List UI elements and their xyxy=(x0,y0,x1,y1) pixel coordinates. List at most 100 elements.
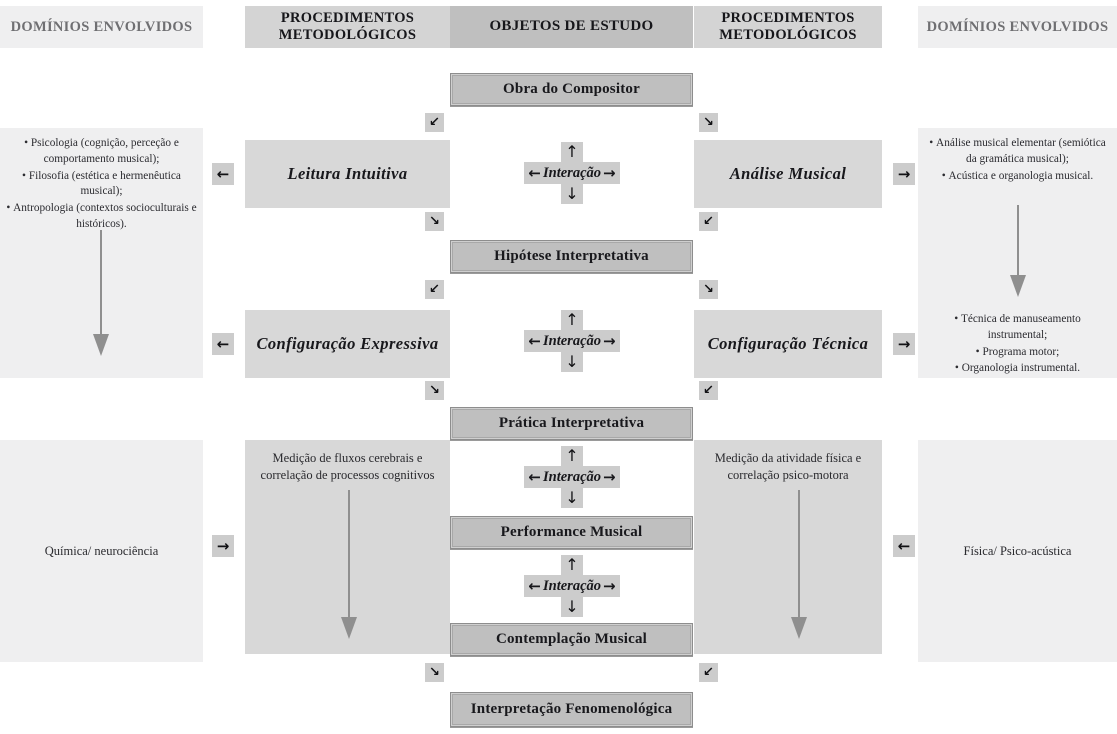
object-box-4-label: Performance Musical xyxy=(500,524,643,540)
header-domains-left: DOMÍNIOS ENVOLVIDOS xyxy=(0,6,203,48)
object-box-performance-musical[interactable]: Performance Musical xyxy=(450,516,693,549)
domain-right-list-2: Técnica de manuseamento instrumental; Pr… xyxy=(924,312,1111,378)
object-box-5-label: Contemplação Musical xyxy=(495,631,648,647)
interaction-label-box-4: ← Interação → xyxy=(524,575,620,597)
method-right-box-2-label: Configuração Técnica xyxy=(707,334,869,353)
arrow-glyph: ↘ xyxy=(429,214,440,229)
arrow-glyph: ↙ xyxy=(703,665,714,680)
arrow-right-link-1: → xyxy=(893,163,915,185)
method-right-note-panel: Medição da atividade física e correlação… xyxy=(694,440,882,654)
object-box-2-label: Hipótese Interpretativa xyxy=(494,248,649,264)
interaction-down-arrow-icon: ↓ xyxy=(561,597,583,617)
list-item: Antropologia (contextos socioculturais e… xyxy=(6,201,197,233)
list-item: Filosofia (estética e hermenêutica music… xyxy=(6,169,197,201)
header-methods-right: PROCEDIMENTOS METODOLÓGICOS xyxy=(694,6,882,48)
interaction-left-arrow-icon: ← xyxy=(528,332,541,350)
header-objects-label: OBJETOS DE ESTUDO xyxy=(489,18,654,35)
interaction-cross-2: ↑ ← Interação → ↓ xyxy=(511,310,633,372)
domain-panel-left-bottom xyxy=(0,440,203,662)
interaction-down-glyph: ↓ xyxy=(565,597,579,616)
interaction-label-1: Interação xyxy=(543,164,601,181)
arrow-left-link-3: → xyxy=(212,535,234,557)
interaction-label-3: Interação xyxy=(543,468,601,485)
arrow-left-link-2: ← xyxy=(212,333,234,355)
interaction-up-glyph: ↑ xyxy=(565,142,579,161)
list-item: Análise musical elementar (semiótica da … xyxy=(924,136,1111,168)
arrow-glyph: ↘ xyxy=(703,115,714,130)
interaction-down-arrow-icon: ↓ xyxy=(561,352,583,372)
interaction-up-glyph: ↑ xyxy=(565,555,579,574)
object-box-6-label: Interpretação Fenomenológica xyxy=(470,701,673,717)
interaction-left-arrow-icon: ← xyxy=(528,164,541,182)
interaction-right-arrow-icon: → xyxy=(603,577,616,595)
arrow-right-link-2: → xyxy=(893,333,915,355)
interaction-down-arrow-icon: ↓ xyxy=(561,488,583,508)
object-box-obra-do-compositor[interactable]: Obra do Compositor xyxy=(450,73,693,106)
diagonal-down-left-icon-2: ↙ xyxy=(699,212,718,231)
diagonal-down-left-icon-3: ↙ xyxy=(425,280,444,299)
method-left-box-1-label: Leitura Intuitiva xyxy=(287,164,408,183)
diagonal-down-left-icon-5: ↙ xyxy=(699,663,718,682)
diagonal-down-right-icon-2: ↘ xyxy=(425,212,444,231)
header-objects: OBJETOS DE ESTUDO xyxy=(450,6,693,48)
method-right-box-2[interactable]: Configuração Técnica xyxy=(694,310,882,378)
domain-left-list-1: Psicologia (cognição, perceção e comport… xyxy=(6,136,197,234)
method-left-note-label: Medição de fluxos cerebrais e correlação… xyxy=(260,451,435,482)
list-item: Organologia instrumental. xyxy=(924,361,1111,377)
diagonal-down-right-icon-3: ↘ xyxy=(699,280,718,299)
header-methods-right-label: PROCEDIMENTOS METODOLÓGICOS xyxy=(719,10,857,43)
domain-right-list-1: Análise musical elementar (semiótica da … xyxy=(924,136,1111,185)
diagonal-down-left-icon-4: ↙ xyxy=(699,381,718,400)
interaction-up-arrow-icon: ↑ xyxy=(561,142,583,162)
method-right-box-1-label: Análise Musical xyxy=(729,164,847,183)
arrow-right-link-3: ← xyxy=(893,535,915,557)
header-methods-left: PROCEDIMENTOS METODOLÓGICOS xyxy=(245,6,450,48)
method-right-box-1[interactable]: Análise Musical xyxy=(694,140,882,208)
interaction-down-arrow-icon: ↓ xyxy=(561,184,583,204)
interaction-label-box-1: ← Interação → xyxy=(524,162,620,184)
method-left-note-panel: Medição de fluxos cerebrais e correlação… xyxy=(245,440,450,654)
method-left-box-2[interactable]: Configuração Expressiva xyxy=(245,310,450,378)
interaction-right-arrow-icon: → xyxy=(603,468,616,486)
object-box-3-label: Prática Interpretativa xyxy=(498,415,645,431)
arrow-left-link-1: ← xyxy=(212,163,234,185)
interaction-label-box-3: ← Interação → xyxy=(524,466,620,488)
object-box-1-label: Obra do Compositor xyxy=(503,81,640,97)
header-domains-right-label: DOMÍNIOS ENVOLVIDOS xyxy=(926,18,1109,35)
diagonal-down-left-icon-1: ↙ xyxy=(425,113,444,132)
object-box-contemplacao-musical[interactable]: Contemplação Musical xyxy=(450,623,693,656)
interaction-down-glyph: ↓ xyxy=(565,184,579,203)
interaction-up-arrow-icon: ↑ xyxy=(561,555,583,575)
interaction-up-glyph: ↑ xyxy=(565,446,579,465)
domain-panel-right-bottom xyxy=(918,440,1117,662)
interaction-up-glyph: ↑ xyxy=(565,310,579,329)
interaction-up-arrow-icon: ↑ xyxy=(561,310,583,330)
interaction-down-glyph: ↓ xyxy=(565,488,579,507)
list-item: Técnica de manuseamento instrumental; xyxy=(924,312,1111,344)
arrow-glyph: ← xyxy=(216,164,230,183)
diagonal-down-right-icon-4: ↘ xyxy=(425,381,444,400)
interaction-label-box-2: ← Interação → xyxy=(524,330,620,352)
interaction-label-2: Interação xyxy=(543,332,601,349)
domain-right-text-3: Física/ Psico-acústica xyxy=(918,440,1117,662)
arrow-glyph: ← xyxy=(897,536,911,555)
method-left-box-1[interactable]: Leitura Intuitiva xyxy=(245,140,450,208)
arrow-glyph: ↙ xyxy=(703,214,714,229)
arrow-glyph: → xyxy=(897,164,911,183)
arrow-glyph: → xyxy=(216,536,230,555)
interaction-up-arrow-icon: ↑ xyxy=(561,446,583,466)
interaction-down-glyph: ↓ xyxy=(565,352,579,371)
method-left-box-2-label: Configuração Expressiva xyxy=(256,334,439,353)
arrow-glyph: ↘ xyxy=(429,665,440,680)
arrow-glyph: ↘ xyxy=(429,383,440,398)
object-box-interpretacao-fenomenologica[interactable]: Interpretação Fenomenológica xyxy=(450,692,693,727)
interaction-cross-4: ↑ ← Interação → ↓ xyxy=(511,555,633,617)
list-item: Acústica e organologia musical. xyxy=(924,169,1111,185)
arrow-glyph: ↙ xyxy=(429,282,440,297)
domain-left-text-2-label: Química/ neurociência xyxy=(44,543,159,558)
object-box-hipotese-interpretativa[interactable]: Hipótese Interpretativa xyxy=(450,240,693,273)
arrow-glyph: ↙ xyxy=(429,115,440,130)
object-box-pratica-interpretativa[interactable]: Prática Interpretativa xyxy=(450,407,693,440)
domain-left-text-2: Química/ neurociência xyxy=(0,440,203,662)
header-domains-left-label: DOMÍNIOS ENVOLVIDOS xyxy=(10,18,193,35)
